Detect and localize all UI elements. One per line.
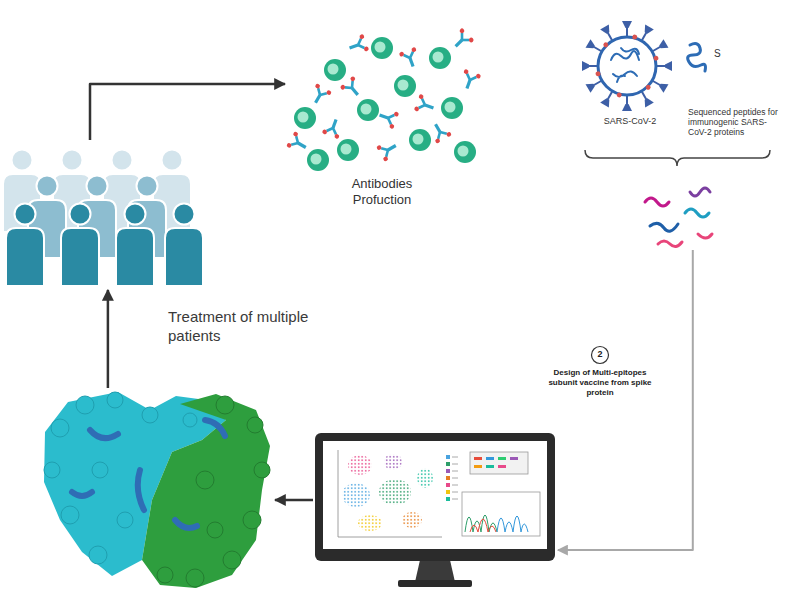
antibodies-group: Antibodies Profuction <box>285 30 480 210</box>
flow-arrow <box>107 290 110 388</box>
node-label: Antibodies Profuction <box>332 176 432 209</box>
peptide-group: Sequenced peptides for immunogenic SARS-… <box>632 182 727 250</box>
node-label: SARS-CoV-2 <box>580 116 680 127</box>
peptide-fragments <box>645 188 712 247</box>
flow-arrow <box>90 84 285 140</box>
patients-group: Treatment of multiple patients <box>0 140 205 290</box>
edge-label: Design of Multi-epitopes subunit vaccine… <box>540 368 660 398</box>
flow-arrow <box>275 499 313 502</box>
bracket <box>585 150 770 166</box>
flow-arrow <box>558 250 693 550</box>
computer-monitor <box>315 433 555 587</box>
node-label: Sequenced peptides for immunogenic SARS-… <box>688 108 782 137</box>
antibody-cluster <box>286 28 481 171</box>
node-label: S <box>714 48 728 60</box>
step-number: 2 <box>592 349 608 360</box>
node-label: Treatment of multiple patients <box>168 308 333 346</box>
virus-illustration <box>582 21 672 111</box>
step-circle <box>592 347 609 364</box>
monitor-group <box>313 430 558 588</box>
protein-structure <box>44 392 270 588</box>
virus-group: SARS-CoV-2 <box>580 18 680 130</box>
spike-group: S <box>680 38 728 74</box>
patients-crowd <box>3 150 203 287</box>
protein-group <box>40 388 275 590</box>
spike-glyph <box>688 44 706 71</box>
